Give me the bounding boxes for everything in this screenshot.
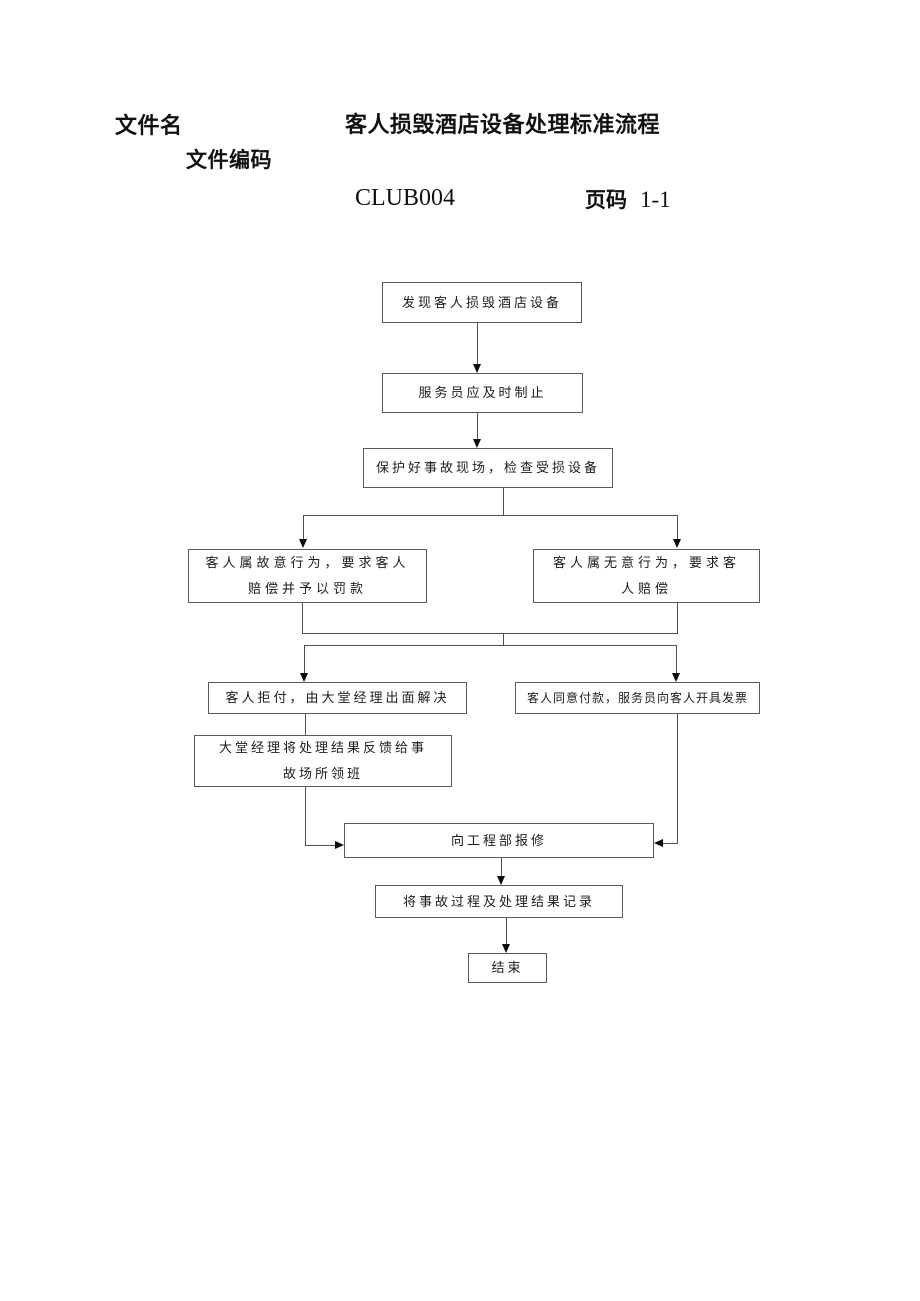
document-title: 客人损毁酒店设备处理标准流程 (345, 112, 661, 137)
connector-line (302, 633, 678, 634)
connector-line (503, 488, 504, 515)
connector-line (304, 645, 677, 646)
arrow-down-icon (473, 364, 481, 373)
file-name-label: 文件名 (115, 113, 183, 138)
node-discover-damage: 发现客人损毁酒店设备 (382, 282, 582, 323)
node-end: 结束 (468, 953, 547, 983)
connector-line (303, 515, 678, 516)
node-protect-scene: 保护好事故现场，检查受损设备 (363, 448, 613, 488)
arrow-down-icon (299, 539, 307, 548)
file-code-value: CLUB004 (355, 185, 456, 211)
page-number-value: 1-1 (640, 187, 671, 212)
node-waiter-stop: 服务员应及时制止 (382, 373, 583, 413)
connector-line (676, 645, 677, 674)
file-code-label: 文件编码 (186, 149, 272, 172)
connector-line (503, 633, 504, 645)
connector-line (303, 515, 304, 540)
connector-line (304, 645, 305, 674)
arrow-down-icon (673, 539, 681, 548)
arrow-left-icon (654, 839, 663, 847)
connector-line (677, 714, 678, 844)
arrow-down-icon (473, 439, 481, 448)
page-number-label: 页码 (585, 189, 627, 212)
arrow-down-icon (672, 673, 680, 682)
node-intentional-behavior: 客人属故意行为，要求客人 赔偿并予以罚款 (188, 549, 427, 603)
page-number: 页码 1-1 (585, 184, 671, 214)
arrow-down-icon (497, 876, 505, 885)
connector-line (477, 413, 478, 440)
connector-line (677, 515, 678, 540)
connector-line (506, 918, 507, 945)
arrow-down-icon (300, 673, 308, 682)
node-guest-refuses: 客人拒付，由大堂经理出面解决 (208, 682, 467, 714)
connector-line (302, 603, 303, 633)
connector-line (677, 603, 678, 633)
arrow-down-icon (502, 944, 510, 953)
connector-line (663, 843, 678, 844)
node-report-repair: 向工程部报修 (344, 823, 654, 858)
connector-line (305, 787, 306, 846)
node-manager-feedback: 大堂经理将处理结果反馈给事 故场所领班 (194, 735, 452, 787)
node-guest-agrees: 客人同意付款，服务员向客人开具发票 (515, 682, 760, 714)
node-unintentional-behavior: 客人属无意行为，要求客 人赔偿 (533, 549, 760, 603)
connector-line (501, 858, 502, 877)
connector-line (305, 714, 306, 735)
arrow-right-icon (335, 841, 344, 849)
node-record-result: 将事故过程及处理结果记录 (375, 885, 623, 918)
connector-line (305, 845, 335, 846)
connector-line (477, 323, 478, 365)
